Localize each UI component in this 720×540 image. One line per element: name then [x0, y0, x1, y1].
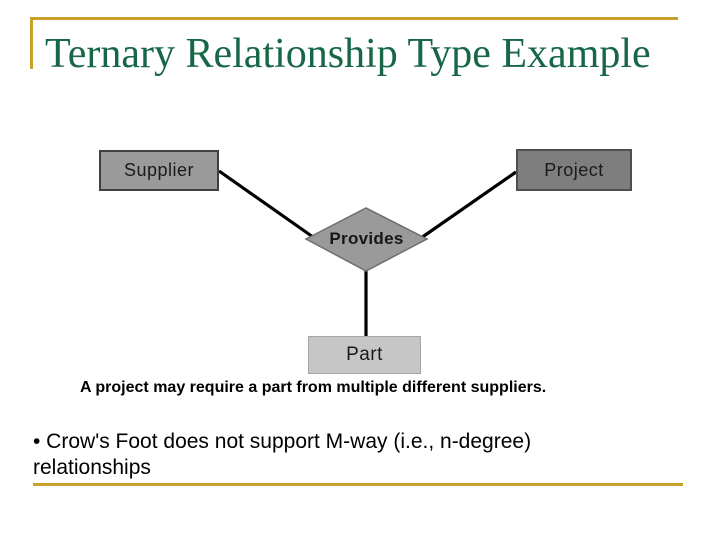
relationship-diamond-shape — [304, 207, 429, 272]
connector-provides-project — [420, 170, 517, 240]
slide-title: Ternary Relationship Type Example — [45, 31, 651, 77]
relationship-provides-label: Provides — [329, 229, 404, 248]
bottom-accent-line — [33, 483, 683, 486]
diagram-caption: A project may require a part from multip… — [80, 379, 547, 396]
left-accent-bar — [30, 17, 33, 69]
bullet-line-1: • Crow's Foot does not support M-way (i.… — [33, 430, 532, 453]
connector-supplier-provides — [218, 169, 314, 239]
entity-supplier: Supplier — [99, 150, 219, 191]
entity-part: Part — [308, 336, 421, 374]
bullet-line-2: relationships — [33, 456, 151, 479]
entity-part-label: Part — [346, 344, 383, 365]
entity-supplier-label: Supplier — [123, 160, 195, 180]
bullet-text: • Crow's Foot does not support M-way (i.… — [33, 429, 693, 481]
entity-project-label: Project — [544, 159, 604, 180]
entity-project: Project — [516, 149, 632, 191]
top-accent-line — [30, 17, 678, 20]
